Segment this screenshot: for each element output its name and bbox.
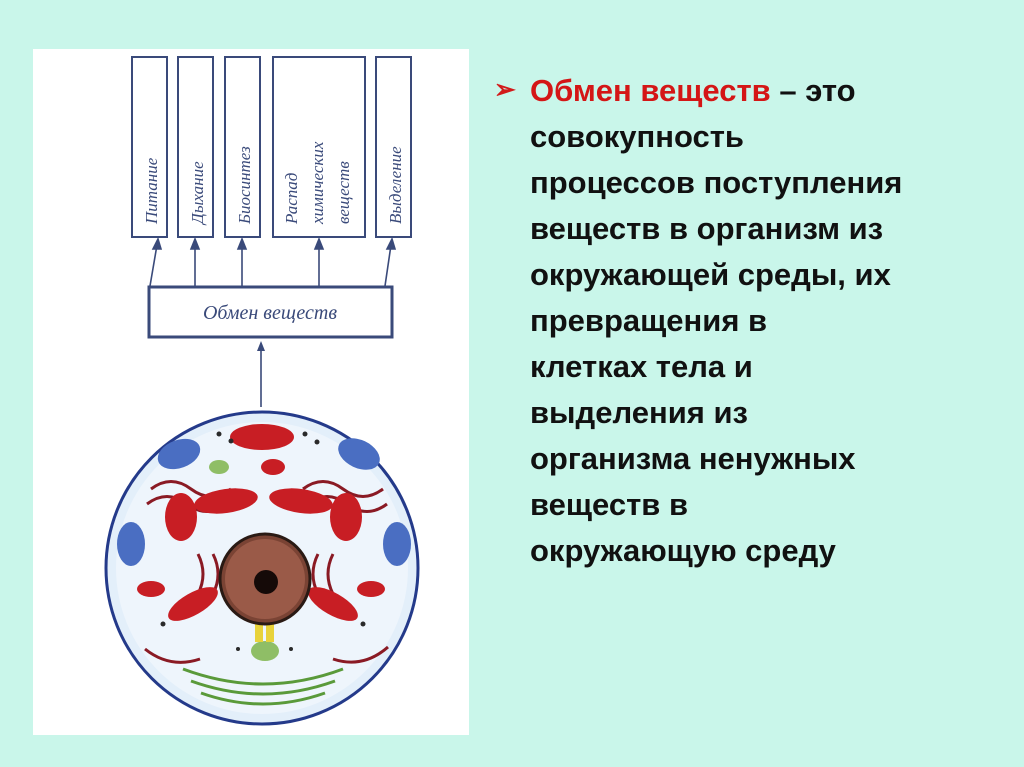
definition-line-text: – это	[770, 73, 856, 108]
process-box-label: Дыхание	[188, 161, 207, 226]
cell-illustration	[104, 410, 420, 726]
definition-line-3: процессов поступления	[530, 165, 903, 200]
process-box-label: Биосинтез	[235, 146, 254, 225]
metabolism-diagram: Питание Дыхание Биосинтез Распад химичес…	[104, 56, 420, 726]
definition-line-11: окружающую среду	[530, 533, 836, 568]
bullet-arrow-icon: ➢	[494, 74, 516, 104]
process-box-label-line-2: химических	[308, 141, 327, 225]
process-box-label: Выделение	[386, 146, 405, 224]
arrows-up-to-processes	[149, 236, 397, 287]
definition-line-9: организма ненужных	[530, 441, 856, 476]
definition-line-8: выделения из	[530, 395, 748, 430]
process-box-decomposition: Распад химических веществ	[272, 56, 366, 238]
definition-line-2: совокупность	[530, 119, 744, 154]
process-box-respiration: Дыхание	[177, 56, 214, 238]
metabolism-box: Обмен веществ	[147, 285, 394, 339]
definition-line-10: веществ в	[530, 487, 689, 522]
process-box-excretion: Выделение	[375, 56, 412, 238]
metabolism-definition: Обмен веществ – это совокупность процесс…	[494, 68, 994, 574]
arrow-cell-to-metabolism	[257, 341, 265, 407]
process-box-nutrition: Питание	[131, 56, 168, 238]
definition-term: Обмен веществ	[530, 73, 771, 108]
process-box-label-line-1: Распад	[282, 172, 301, 225]
process-box-biosynthesis: Биосинтез	[224, 56, 261, 238]
definition-line-4: веществ в организм из	[530, 211, 884, 246]
metabolism-diagram-panel: Питание Дыхание Биосинтез Распад химичес…	[33, 49, 469, 735]
process-box-label-line-3: веществ	[334, 161, 353, 224]
definition-line-6: превращения в	[530, 303, 768, 338]
metabolism-box-label: Обмен веществ	[203, 302, 337, 324]
definition-line-7: клетках тела и	[530, 349, 753, 384]
definition-line-5: окружающей среды, их	[530, 257, 891, 292]
definition-line-1: Обмен веществ – это	[494, 68, 994, 114]
process-box-label: Питание	[142, 157, 161, 225]
